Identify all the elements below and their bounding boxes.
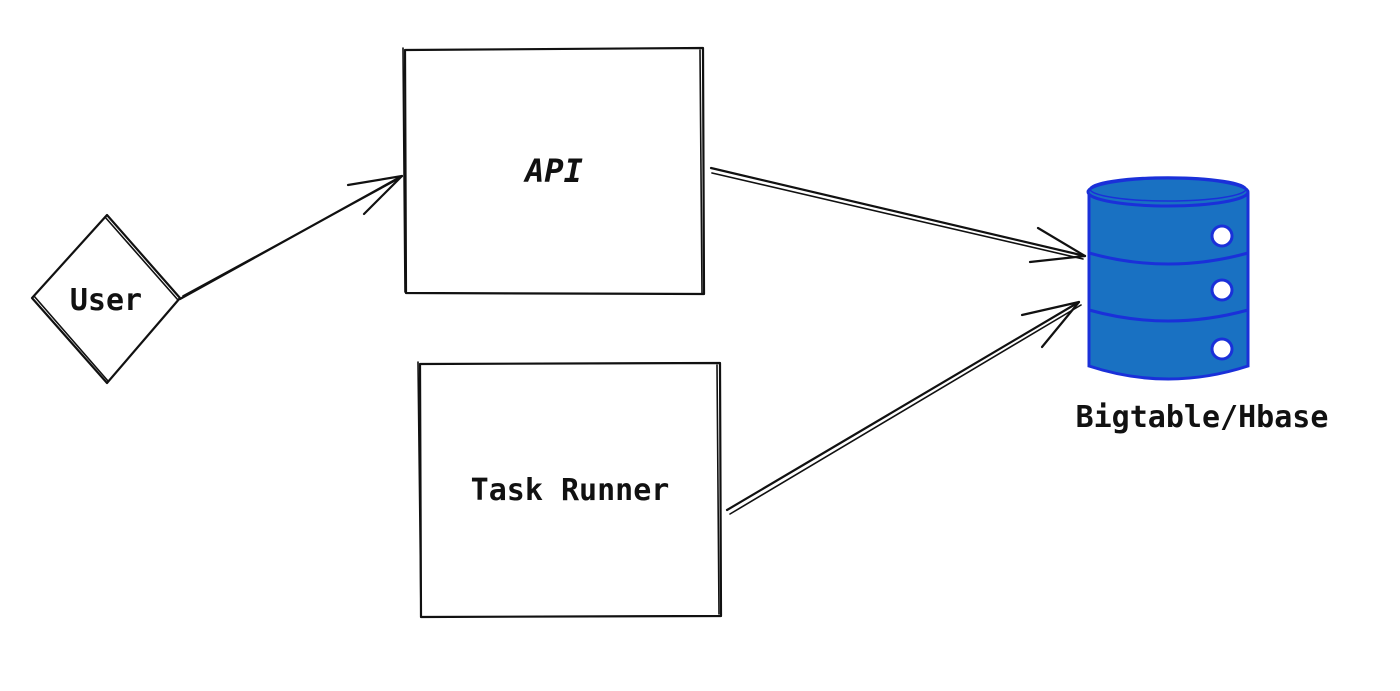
arrow-user-to-api <box>178 174 404 301</box>
api-node[interactable]: API <box>402 46 706 296</box>
user-node[interactable]: User <box>30 213 182 385</box>
database-band-2 <box>1088 308 1249 323</box>
task-runner-box-sketch-line <box>417 361 720 616</box>
database-body <box>1087 192 1250 381</box>
database-top-sketch <box>1089 176 1247 202</box>
user-diamond-shape <box>30 213 182 385</box>
api-label: API <box>523 152 583 190</box>
arrow-api-to-database-head <box>1028 226 1087 264</box>
arrow-api-to-database-line <box>709 166 1087 258</box>
database-icon <box>1086 176 1250 381</box>
database-light-2 <box>1210 278 1234 302</box>
database-node[interactable]: Bigtable/Hbase <box>1076 176 1329 435</box>
user-diamond-sketch-line <box>33 216 179 382</box>
database-band-1 <box>1088 251 1249 266</box>
arrow-api-to-database-line-sketch <box>711 172 1084 260</box>
task-runner-node[interactable]: Task Runner <box>417 361 723 619</box>
database-label: Bigtable/Hbase <box>1076 400 1329 435</box>
arrow-api-to-database <box>709 166 1087 264</box>
database-light-1 <box>1210 224 1234 248</box>
arrow-task-runner-to-database-line-sketch <box>729 304 1082 515</box>
api-box-shape <box>403 46 706 296</box>
arrow-task-runner-to-database-line <box>725 300 1081 512</box>
database-light-3 <box>1210 337 1234 361</box>
api-box-sketch-line <box>402 47 703 295</box>
database-top <box>1086 176 1250 208</box>
arrow-task-runner-to-database <box>725 300 1082 515</box>
task-runner-label: Task Runner <box>471 473 670 508</box>
arrow-user-to-api-head <box>346 174 404 216</box>
arrow-user-to-api-line-sketch <box>182 177 401 297</box>
user-label: User <box>70 283 142 318</box>
arrow-task-runner-to-database-head <box>1020 300 1081 349</box>
